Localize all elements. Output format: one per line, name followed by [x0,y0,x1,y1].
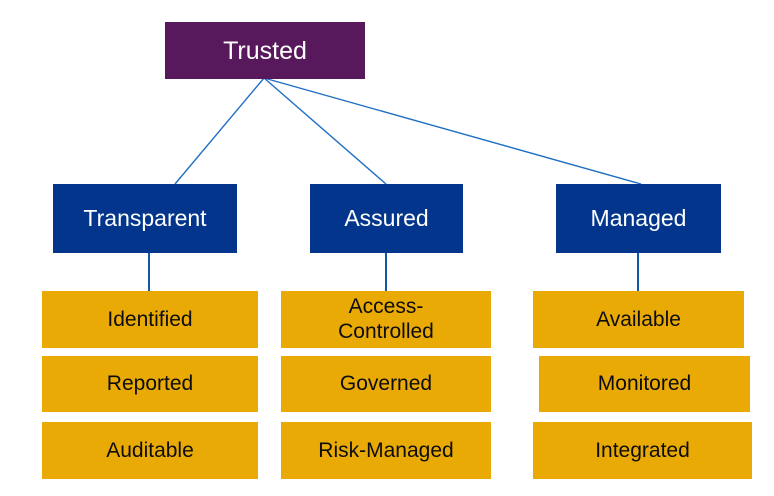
node-integrated[interactable]: Integrated [533,422,752,479]
node-trusted-label: Trusted [223,36,307,65]
node-trusted[interactable]: Trusted [165,22,365,79]
node-transparent[interactable]: Transparent [53,184,237,253]
connector-trusted-to-managed [263,77,642,185]
node-monitored[interactable]: Monitored [539,356,750,412]
node-identified[interactable]: Identified [42,291,258,348]
node-governed[interactable]: Governed [281,356,491,412]
node-risk-managed-label: Risk-Managed [318,438,454,462]
node-monitored-label: Monitored [597,372,692,396]
node-auditable[interactable]: Auditable [42,422,258,479]
node-governed-label: Governed [339,372,433,396]
node-reported[interactable]: Reported [42,356,258,412]
node-integrated-label: Integrated [595,438,690,462]
node-assured-label: Assured [344,204,429,231]
node-reported-label: Reported [106,372,194,396]
node-assured[interactable]: Assured [310,184,463,253]
node-available-label: Available [596,307,681,331]
connector-trusted-to-transparent [174,77,265,185]
node-auditable-label: Auditable [106,438,194,462]
node-transparent-label: Transparent [83,204,207,231]
node-managed[interactable]: Managed [556,184,721,253]
connector-trusted-to-assured [263,77,387,185]
node-access-controlled[interactable]: Access- Controlled [281,291,491,348]
node-access-controlled-label-line2: Controlled [338,319,434,343]
node-identified-label: Identified [107,307,193,331]
node-access-controlled-label-line1: Access- [348,295,424,319]
node-risk-managed[interactable]: Risk-Managed [281,422,491,479]
node-managed-label: Managed [590,204,687,231]
node-available[interactable]: Available [533,291,744,348]
